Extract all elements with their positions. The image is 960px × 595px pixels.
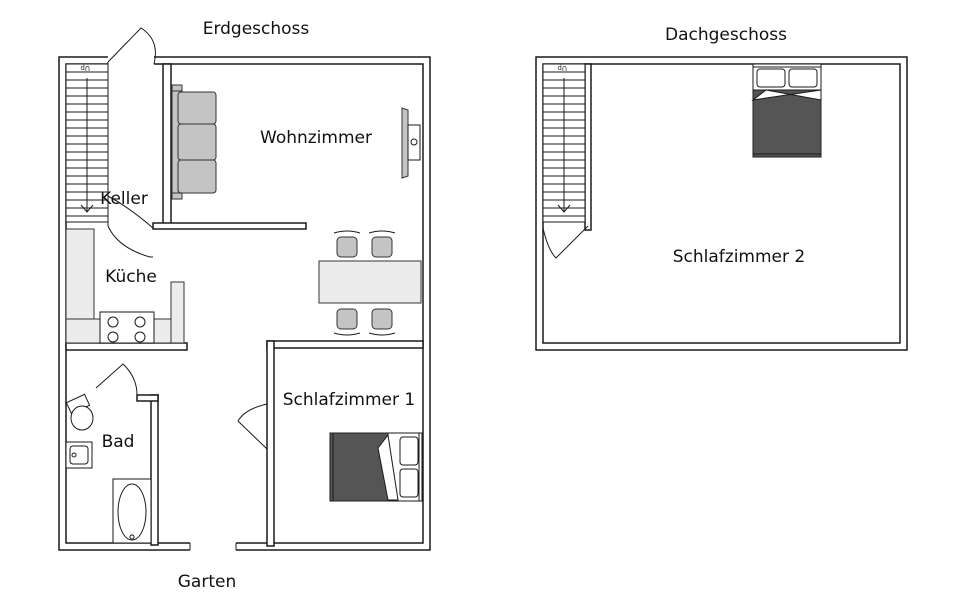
room-label-cellar: Keller [100,189,148,209]
bed-1 [329,432,423,502]
bathtub [112,478,152,544]
bath-door-swing [95,363,138,399]
ground-floor: Up [58,27,431,552]
ground-floor-title: Erdgeschoss [203,19,310,39]
ground-stairs [65,63,109,223]
tv-stand [401,107,421,179]
entrance-door-swing [107,27,156,65]
cellar-wall [162,63,172,227]
toilet [65,393,94,431]
bedroom1-door-swing [237,403,268,450]
bath-top-wall [136,394,159,402]
room-label-bedroom2: Schlafzimmer 2 [673,247,805,267]
room-label-bath: Bad [102,432,135,452]
garden-door-jambs [189,543,237,550]
room-label-kitchen: Küche [105,267,157,287]
bedroom-left-wall [266,340,275,547]
attic-floor: Up [535,56,908,351]
attic-stair-wall [584,63,592,231]
dining-set [318,230,422,336]
attic-floor-title: Dachgeschoss [665,25,787,45]
attic-stairs [542,63,589,259]
kitchen-bottom-wall [65,342,188,351]
bedroom-top-wall [266,340,424,349]
ground-stairs-label: Up [80,64,90,72]
sofa [171,84,217,200]
entrance-gap [108,55,154,66]
room-label-living: Wohnzimmer [260,128,372,148]
ground-outer-wall [58,56,431,551]
bath-right-wall [150,394,159,546]
bath-sink [65,441,93,469]
room-label-bedroom1: Schlafzimmer 1 [283,390,415,410]
kitchen-counter [65,228,185,344]
living-bottom-wall [152,222,307,230]
exit-label-garden: Garten [178,572,236,592]
cellar-door-swing [107,195,154,258]
garden-door-gap [190,541,236,552]
bed-2 [751,63,822,158]
attic-stairs-label: Up [557,64,567,72]
